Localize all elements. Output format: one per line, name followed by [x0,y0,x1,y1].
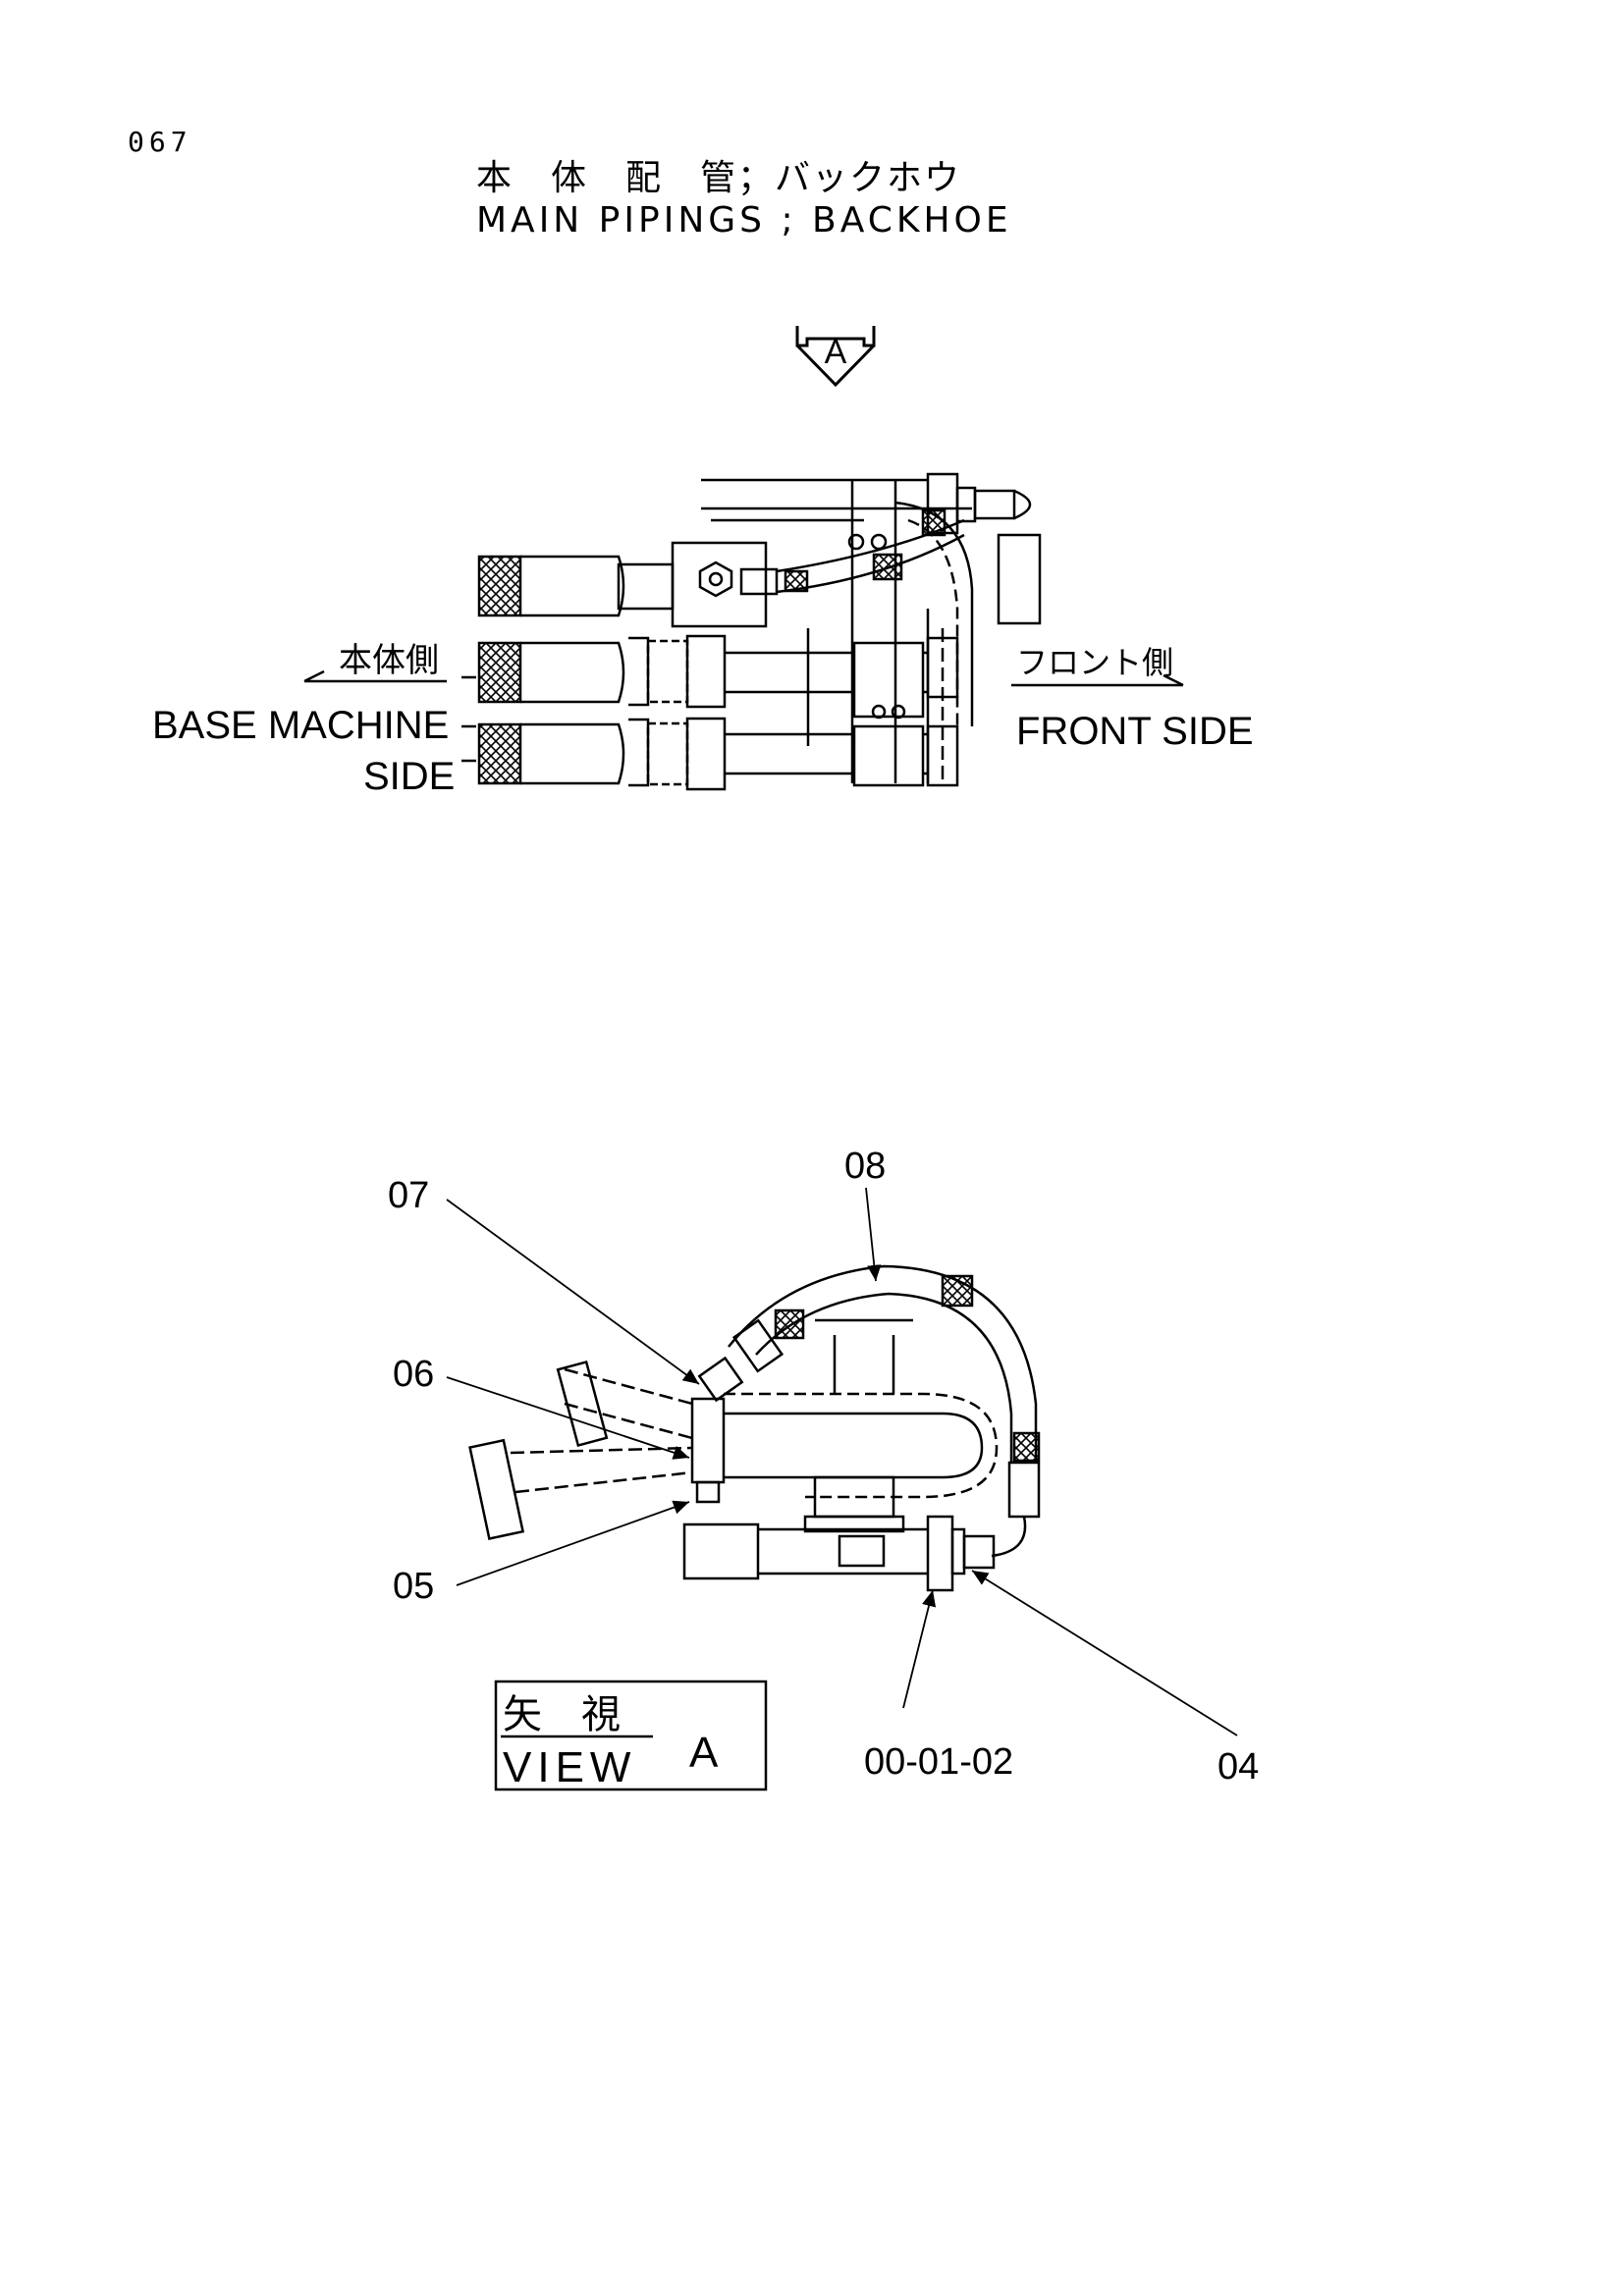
title-japanese: 本 体 配 管；バックホウ [476,158,962,198]
title-english: MAIN PIPINGS ; BACKHOE [476,200,1012,240]
caption-jp: 矢 視 [503,1692,621,1737]
view-a-drawing [468,1264,1041,1592]
callout-00-01-02: 00-01-02 [864,1741,1013,1783]
base-side-en-2: SIDE [363,755,455,798]
base-side-jp: 本体側 [339,642,439,679]
caption-en: VIEW [503,1743,636,1791]
base-side-en-1: BASE MACHINE [152,704,449,747]
front-side-label: フロント側 FRONT SIDE [1011,645,1254,753]
callout-labels: 07 06 05 08 04 00-01-02 [388,1146,1259,1788]
callout-05: 05 [393,1566,434,1607]
callout-06: 06 [393,1354,434,1395]
caption-letter: A [689,1729,719,1777]
callout-08: 08 [844,1146,886,1187]
front-side-jp: フロント側 [1016,645,1173,680]
callout-leaders [446,1187,1238,1736]
view-arrow-letter: A [825,334,847,371]
view-a-caption: 矢 視 VIEW A [494,1680,768,1791]
callout-04: 04 [1217,1746,1259,1788]
callout-07: 07 [388,1175,429,1216]
page-number: 067 [128,126,192,158]
view-a-arrow: A [795,326,876,388]
front-side-en: FRONT SIDE [1016,710,1254,753]
top-view-drawing [461,472,1042,791]
base-machine-side-label: 本体側 BASE MACHINE SIDE [152,642,455,798]
